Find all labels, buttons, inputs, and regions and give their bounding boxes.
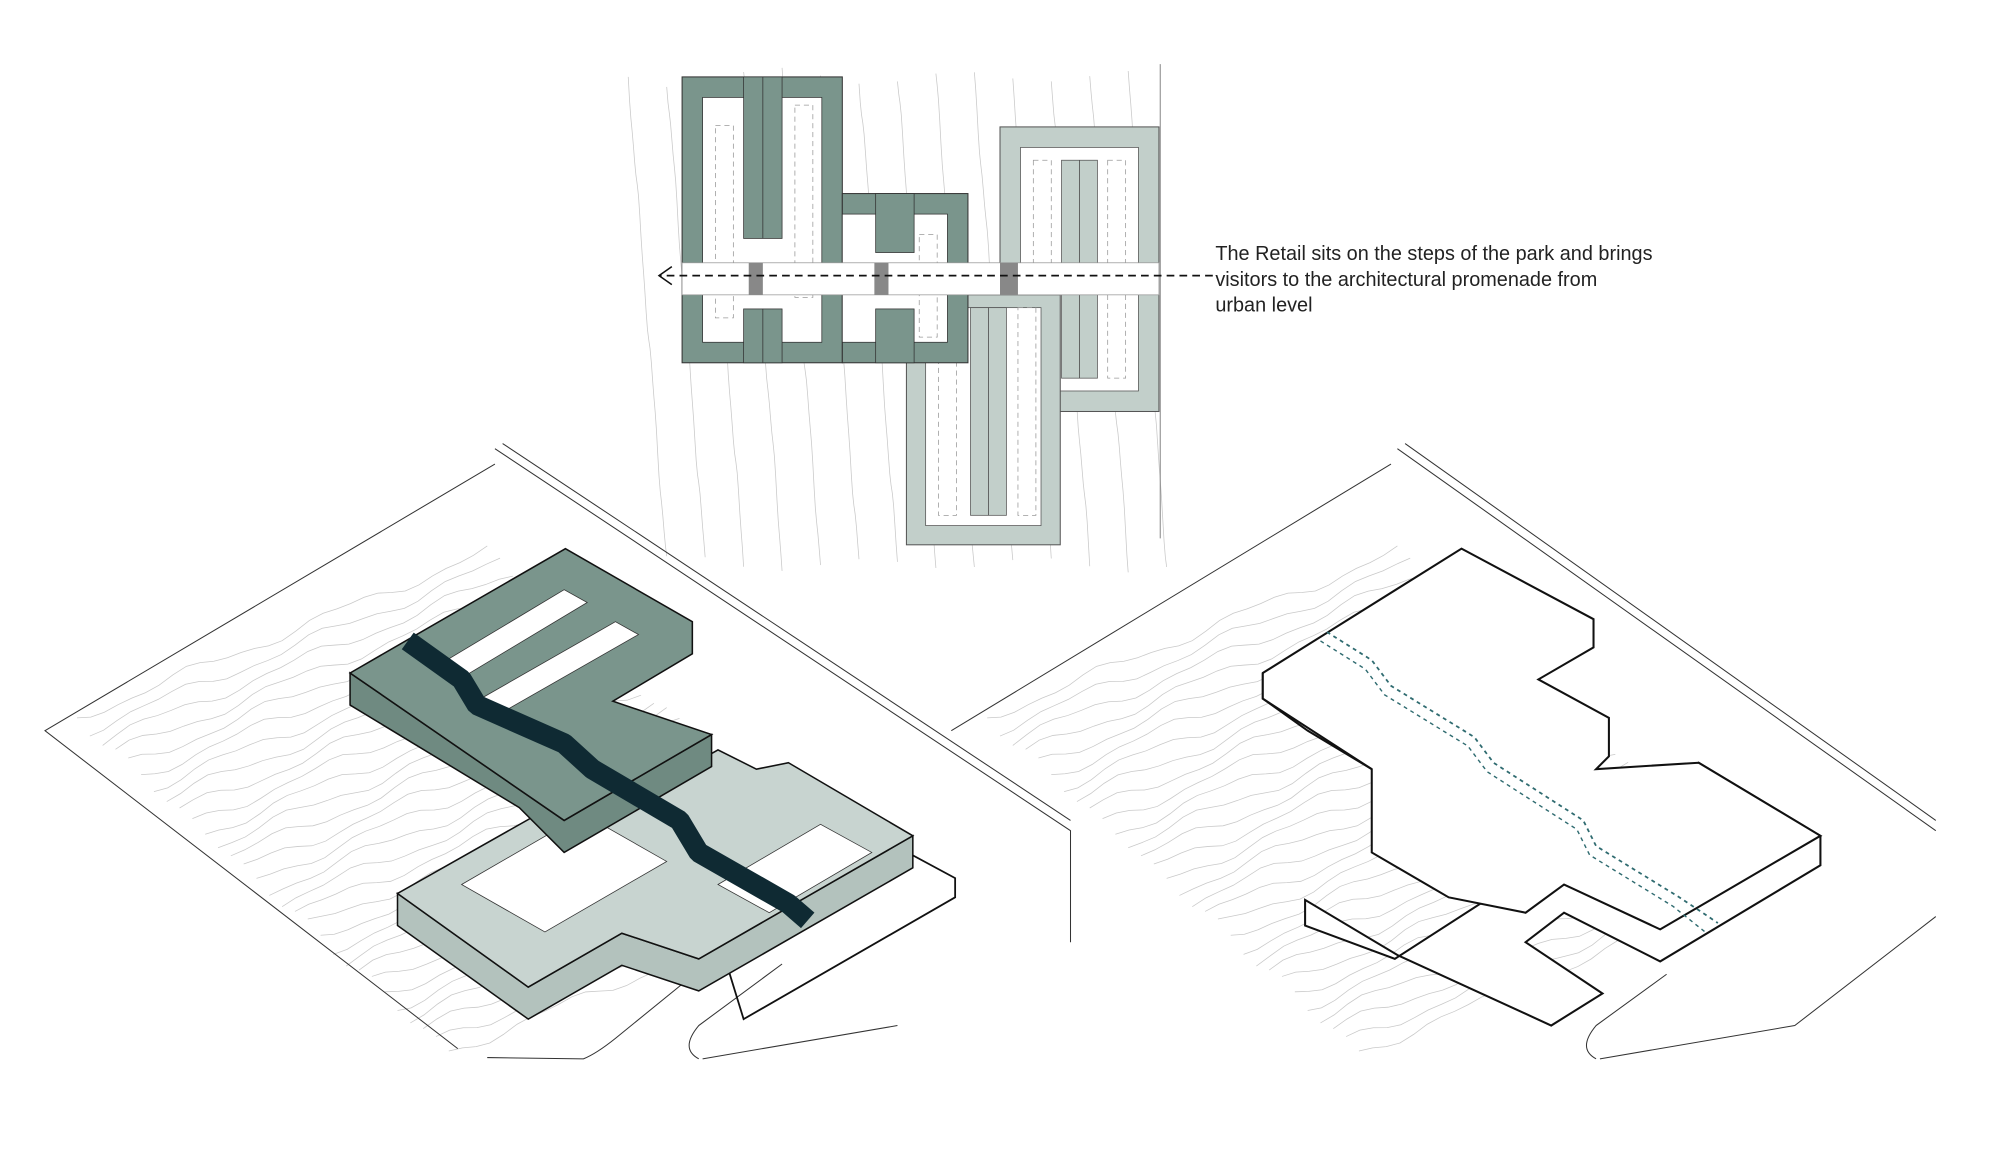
axonometric-outline xyxy=(951,443,1937,1060)
outline-volume xyxy=(1261,547,1823,1027)
contour-line xyxy=(987,545,1398,719)
contour-line xyxy=(115,590,526,750)
caption: The Retail sits on the steps of the park… xyxy=(1215,243,1658,316)
contour-line xyxy=(89,557,501,737)
contour-line xyxy=(1012,575,1424,746)
dark-volume xyxy=(348,547,714,854)
plan-block-left xyxy=(681,76,843,364)
promenade-arrow xyxy=(657,266,1213,286)
contour-line xyxy=(102,575,513,746)
dashed-promenade-path xyxy=(1326,631,1719,924)
contour-line xyxy=(627,76,668,557)
axonometric-massing xyxy=(44,443,1072,1060)
contour-line xyxy=(999,557,1411,737)
contour-line xyxy=(77,545,488,719)
site-plan xyxy=(657,64,1213,546)
promenade-steps xyxy=(401,632,815,929)
